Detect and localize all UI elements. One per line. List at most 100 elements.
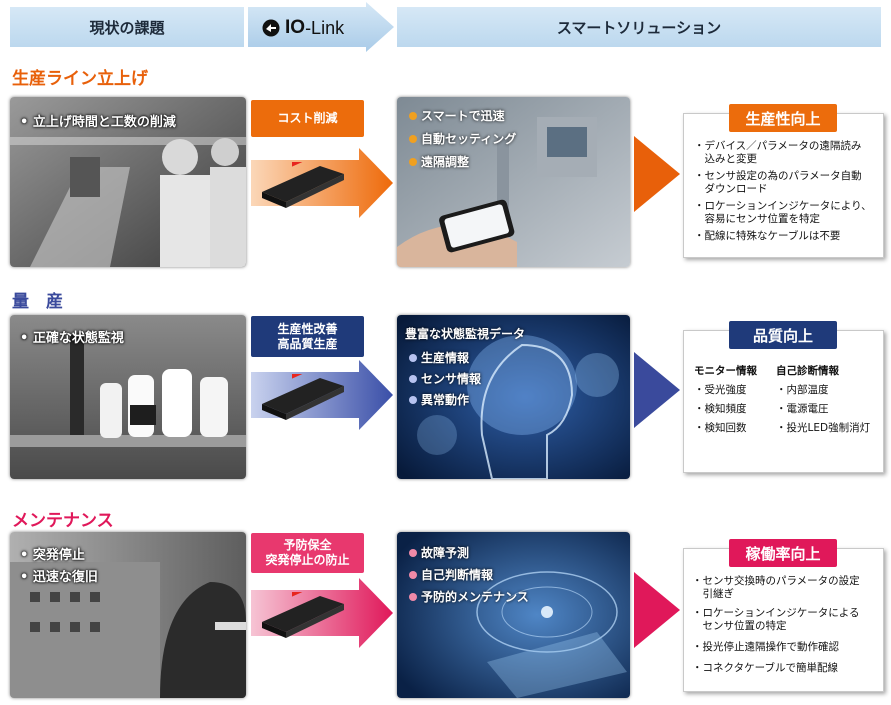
photo-mass-production: • 正確な状態監視: [10, 315, 246, 479]
photo-label-text: 突発停止: [32, 548, 85, 563]
result-title: 稼働率向上: [729, 539, 837, 567]
result-line: ・投光LED強制消灯: [776, 422, 871, 434]
result-line: 引継ぎ: [692, 588, 734, 600]
solution-item-text: 生産情報: [421, 351, 470, 365]
sensor-amplifier-icon: [262, 162, 344, 208]
result-line: ・ロケーションインジケータにより、: [694, 200, 872, 212]
solution-item: 生産情報: [409, 349, 469, 366]
header-smart-solution: スマートソリューション: [397, 7, 881, 47]
solution-item: 自己判断情報: [409, 566, 493, 583]
tag-line: コスト削減: [277, 111, 338, 125]
solution-panel-3: 故障予測 自己判断情報 予防的メンテナンス: [397, 532, 630, 698]
photo-label: • 立上げ時間と工数の削減: [20, 115, 176, 130]
solution-item-text: 予防的メンテナンス: [421, 590, 529, 604]
result-line: ・コネクタケーブルで簡単配線: [692, 662, 838, 674]
photo-factory-workers: [10, 97, 246, 267]
bullet-dot-icon: [409, 592, 417, 601]
bullet-dot-icon: [409, 374, 417, 383]
result-box-productivity: 生産性向上 ・デバイス／パラメータの遠隔読み 込みと変更 ・センサ設定の為のパラ…: [683, 104, 884, 258]
solution-item-text: 異常動作: [421, 393, 470, 407]
result-arrow-1: [634, 136, 680, 212]
solution-item: スマートで迅速: [409, 107, 505, 124]
result-line: ・投光停止遠隔操作で動作確認: [692, 641, 839, 653]
bullet-dot-icon: [409, 157, 417, 166]
solution-item-text: センサ情報: [421, 372, 482, 386]
tag-preventive-maintenance: 予防保全 突発停止の防止: [251, 533, 364, 573]
tag-line: 高品質生産: [277, 336, 338, 351]
result-line: センサ位置の特定: [692, 620, 787, 632]
solution-item: 異常動作: [409, 391, 469, 408]
tag-cost-reduction: コスト削減: [251, 100, 364, 137]
bullet-dot-icon: [409, 353, 417, 362]
header-current-issues-label: 現状の課題: [89, 18, 165, 37]
bullet-dot-icon: [409, 570, 417, 579]
result-line: ・センサ設定の為のパラメータ自動: [694, 170, 862, 182]
header-iolink-arrow: [248, 2, 394, 52]
iolink-logo-bold: IO: [285, 17, 306, 38]
photo-label: • 迅速な復旧: [20, 570, 98, 585]
result-title: 生産性向上: [729, 104, 837, 132]
result-title: 品質向上: [729, 321, 837, 349]
tag-productivity-quality: 生産性改善 高品質生産: [251, 316, 364, 357]
tag-line: 突発停止の防止: [265, 553, 350, 567]
iolink-logo: IO-Link: [262, 16, 344, 40]
photo-label-text: 正確な状態監視: [32, 331, 124, 346]
section-title-mass-production: 量 産: [12, 292, 63, 312]
result-line: 込みと変更: [694, 153, 757, 165]
header-current-issues: 現状の課題: [10, 7, 244, 47]
photo-label: • 突発停止: [20, 548, 85, 563]
photo-smartphone-factory: [397, 97, 630, 267]
result-line: ダウンロード: [694, 183, 768, 195]
result-line: ・配線に特殊なケーブルは不要: [694, 230, 841, 242]
solution-item: 自動セッティング: [409, 130, 516, 147]
photo-label-text: 立上げ時間と工数の削減: [32, 115, 176, 130]
result-line: ・デバイス／パラメータの遠隔読み: [694, 140, 862, 152]
result-line: ・センサ交換時のパラメータの設定: [692, 575, 860, 587]
iolink-logo-icon: [262, 19, 280, 37]
result-line: ・ロケーションインジケータによる: [692, 607, 860, 619]
result-arrow-2: [634, 352, 680, 428]
solution-item: 遠隔調整: [409, 153, 469, 170]
sensor-amplifier-icon: [262, 374, 344, 420]
sensor-amplifier-icon: [262, 592, 344, 638]
solution-item: 故障予測: [409, 544, 469, 561]
tag-line: 予防保全: [283, 538, 332, 552]
solution-item-text: 故障予測: [421, 546, 470, 560]
section-title-line-startup: 生産ライン立上げ: [12, 69, 148, 89]
solution-panel-1: スマートで迅速 自動セッティング 遠隔調整: [397, 97, 630, 267]
solution-item-text: 自動セッティング: [421, 132, 517, 146]
result-line: ・検知回数: [694, 422, 747, 434]
solution-item-text: 自己判断情報: [421, 568, 494, 582]
bullet-dot-icon: [409, 111, 417, 120]
photo-line-startup: • 立上げ時間と工数の削減: [10, 97, 246, 267]
bullet-dot-icon: [409, 134, 417, 143]
photo-label-text: 迅速な復旧: [32, 570, 98, 585]
solution-header: 豊富な状態監視データ: [405, 327, 526, 341]
result-line: 容易にセンサ位置を特定: [694, 213, 820, 225]
result-col1-header: モニター情報: [694, 365, 757, 377]
bullet-dot-icon: [409, 548, 417, 557]
header-smart-solution-label: スマートソリューション: [556, 18, 722, 37]
result-arrow-3: [634, 572, 680, 648]
result-line: ・内部温度: [776, 384, 829, 396]
solution-panel-2: 豊富な状態監視データ 生産情報 センサ情報 異常動作: [397, 315, 630, 479]
result-box-quality: 品質向上 モニター情報 ・受光強度 ・検知頻度 ・検知回数 自己診断情報 ・内部…: [683, 321, 884, 473]
solution-item: 予防的メンテナンス: [409, 588, 529, 605]
result-line: ・電源電圧: [776, 403, 829, 415]
photo-label: • 正確な状態監視: [20, 331, 124, 346]
result-box-uptime: 稼働率向上 ・センサ交換時のパラメータの設定 引継ぎ ・ロケーションインジケータ…: [683, 539, 884, 692]
result-line: ・受光強度: [694, 384, 747, 396]
solution-item-text: 遠隔調整: [421, 155, 470, 169]
photo-maintenance: • 突発停止 • 迅速な復旧: [10, 532, 246, 698]
iolink-logo-rest: -Link: [305, 17, 345, 38]
result-col2-header: 自己診断情報: [776, 365, 839, 377]
photo-ai-head: [397, 315, 630, 479]
solution-item: センサ情報: [409, 370, 481, 387]
photo-bottle-line: [10, 315, 246, 479]
section-title-maintenance: メンテナンス: [12, 511, 114, 531]
bullet-dot-icon: [409, 395, 417, 404]
tag-line: 生産性改善: [277, 321, 338, 336]
result-line: ・検知頻度: [694, 403, 747, 415]
solution-item-text: スマートで迅速: [421, 109, 505, 123]
photo-digital-tablet: [397, 532, 630, 698]
